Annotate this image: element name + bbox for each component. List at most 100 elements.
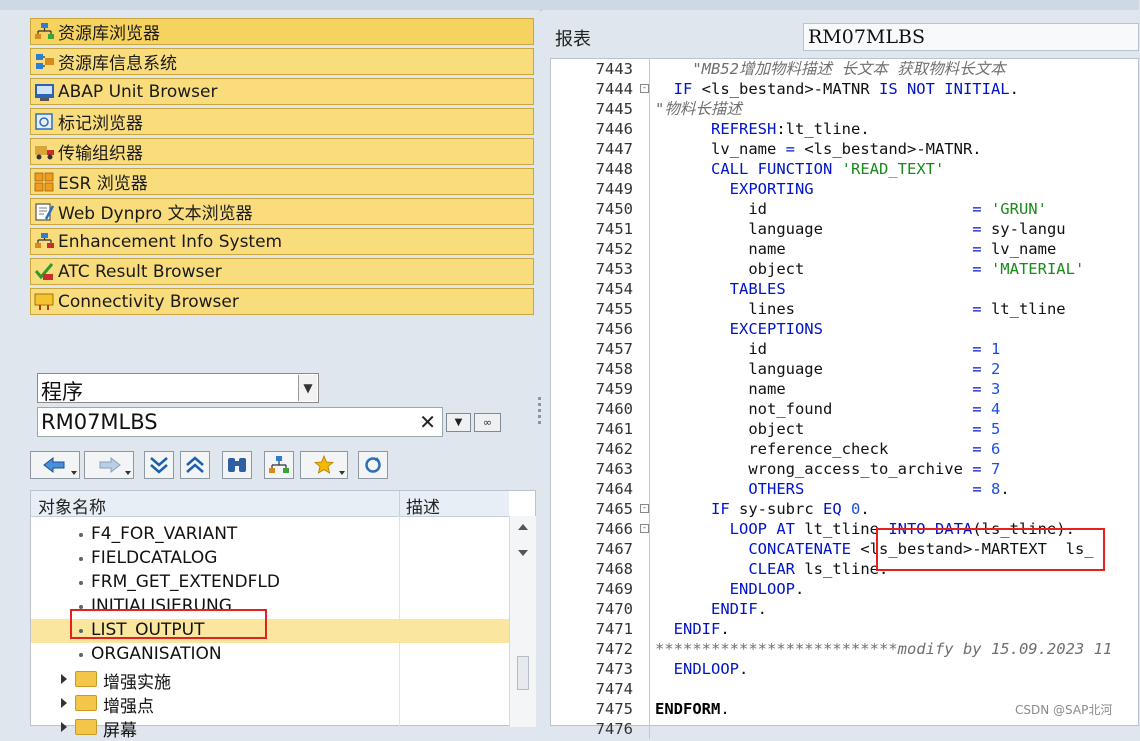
pane-splitter[interactable]: [538, 394, 542, 430]
line-number: 7452: [595, 240, 633, 258]
tree-folder-row[interactable]: 增强点: [31, 691, 509, 717]
nav-button[interactable]: Enhancement Info System: [30, 228, 534, 255]
clear-icon[interactable]: ✕: [419, 410, 436, 434]
tree-row[interactable]: F4_FOR_VARIANT: [31, 523, 509, 547]
nav-button[interactable]: 资源库信息系统: [30, 48, 534, 75]
forward-button[interactable]: [84, 451, 134, 479]
expand-caret-icon[interactable]: [61, 674, 67, 684]
code-token: "MB52增加物料描述 长文本 获取物料长文本: [692, 60, 1006, 78]
code-line: 7476: [551, 719, 1140, 739]
code-token: =: [972, 220, 982, 238]
code-token: .: [757, 600, 768, 618]
code-line: 7459 name = 3: [551, 379, 1140, 399]
expand-caret-icon[interactable]: [61, 722, 67, 732]
code-token: reference_check: [655, 440, 973, 458]
tree-row[interactable]: FIELDCATALOG: [31, 547, 509, 571]
code-token: name: [655, 240, 973, 258]
code-line: 7472**************************modify by …: [551, 639, 1140, 659]
fold-toggle-icon[interactable]: -: [640, 503, 649, 513]
enhancement-info-icon: [33, 232, 55, 252]
object-type-dropdown[interactable]: 程序 ▼: [37, 373, 319, 404]
code-text: **************************modify by 15.0…: [655, 639, 1112, 659]
chevron-down-icon[interactable]: ▼: [298, 375, 317, 401]
code-text: EXCEPTIONS: [655, 319, 823, 339]
code-text: TABLES: [655, 279, 786, 299]
nav-button[interactable]: ABAP Unit Browser: [30, 78, 534, 105]
report-name-field[interactable]: RM07MLBS: [803, 23, 1139, 51]
nav-button[interactable]: ATC Result Browser: [30, 258, 534, 285]
column-header-object-name[interactable]: 对象名称: [38, 498, 106, 518]
line-number: 7445: [595, 100, 633, 118]
code-token: <ls_bestand>-MATNR: [692, 80, 879, 98]
code-token: [832, 160, 841, 178]
code-line: 7469 ENDLOOP.: [551, 579, 1140, 599]
code-token: [655, 660, 674, 678]
code-token: :lt_tline.: [776, 120, 870, 138]
nav-button[interactable]: 传输组织器: [30, 138, 534, 165]
refresh-button[interactable]: [358, 451, 388, 479]
tree-row[interactable]: INITIALISIERUNG: [31, 595, 509, 619]
tree-scrollbar[interactable]: [509, 516, 536, 727]
fold-toggle-icon[interactable]: -: [640, 83, 649, 93]
nav-button[interactable]: Connectivity Browser: [30, 288, 534, 315]
column-header-description[interactable]: 描述: [406, 498, 440, 518]
fold-toggle-icon[interactable]: -: [640, 523, 649, 533]
expand-caret-icon[interactable]: [61, 698, 67, 708]
collapse-all-icon: [186, 456, 204, 473]
code-token: [655, 280, 730, 298]
tree-row[interactable]: ORGANISATION: [31, 643, 509, 667]
code-line: 7474: [551, 679, 1140, 699]
nav-button-label: 传输组织器: [58, 144, 143, 164]
line-number: 7461: [595, 420, 633, 438]
search-history-button[interactable]: ▼: [446, 413, 471, 432]
tree-row[interactable]: FRM_GET_EXTENDFLD: [31, 571, 509, 595]
code-text: reference_check = 6: [655, 439, 1000, 459]
tree-folder-row[interactable]: 增强实施: [31, 667, 509, 693]
nav-button[interactable]: Web Dynpro 文本浏览器: [30, 198, 534, 225]
line-number: 7451: [595, 220, 633, 238]
nav-button[interactable]: 标记浏览器: [30, 108, 534, 135]
code-token: =: [972, 420, 982, 438]
line-number: 7475: [595, 700, 633, 718]
code-token: [655, 560, 748, 578]
code-token: CONCATENATE: [748, 540, 851, 558]
scroll-thumb[interactable]: [517, 656, 529, 690]
code-token: lv_name: [981, 240, 1057, 258]
favorites-button[interactable]: [300, 451, 348, 479]
code-token: lt_tline: [981, 300, 1066, 318]
code-line: 7465- IF sy-subrc EQ 0.: [551, 499, 1140, 519]
object-name-input[interactable]: RM07MLBS ✕: [37, 407, 443, 437]
line-number: 7474: [595, 680, 633, 698]
hierarchy-button[interactable]: [264, 451, 294, 479]
nav-button-label: Enhancement Info System: [58, 231, 283, 252]
bullet-icon: [79, 605, 83, 609]
web-dynpro-text-icon: [33, 202, 55, 222]
tree-folder-row[interactable]: 屏幕: [31, 715, 509, 741]
back-button[interactable]: [30, 451, 80, 479]
report-name-value: RM07MLBS: [808, 26, 925, 48]
expand-all-button[interactable]: [144, 451, 174, 479]
line-number: 7473: [595, 660, 633, 678]
code-token: .: [720, 700, 730, 718]
display-button[interactable]: ∞: [474, 413, 501, 432]
collapse-all-button[interactable]: [180, 451, 210, 479]
nav-button[interactable]: ESR 浏览器: [30, 168, 534, 195]
code-token: [982, 380, 991, 398]
find-button[interactable]: [222, 451, 252, 479]
tree-row[interactable]: LIST_OUTPUT: [31, 619, 509, 643]
code-token: [982, 200, 991, 218]
code-text: language = 2: [655, 359, 1000, 379]
code-line: 7458 language = 2: [551, 359, 1140, 379]
code-line: 7470 ENDIF.: [551, 599, 1140, 619]
nav-button[interactable]: 资源库浏览器: [30, 18, 534, 45]
line-number: 7457: [595, 340, 633, 358]
scroll-down-icon[interactable]: [518, 550, 528, 556]
tree-item-label: ORGANISATION: [91, 644, 222, 664]
scroll-up-icon[interactable]: [518, 524, 528, 530]
tree-item-label: 屏幕: [103, 721, 137, 741]
code-token: [655, 500, 711, 518]
code-token: ENDIF: [673, 620, 721, 638]
